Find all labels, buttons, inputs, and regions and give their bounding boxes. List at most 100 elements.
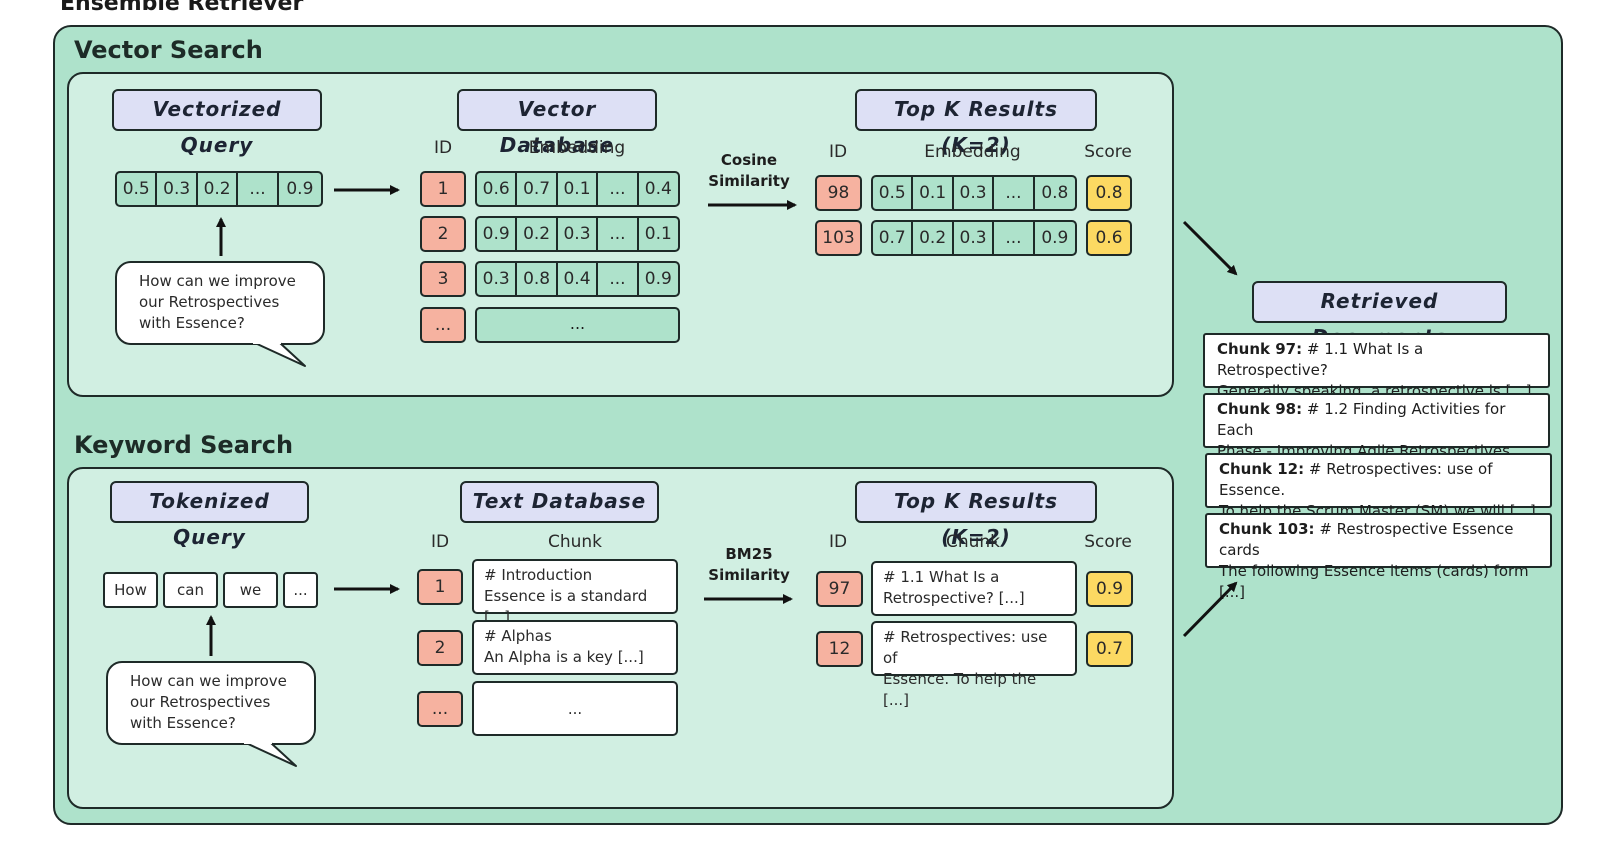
vector-cell: 0.5 bbox=[117, 173, 158, 205]
chunk-line: Essence. To help the [...] bbox=[883, 670, 1037, 709]
arrow-keyword-to-retrieved bbox=[1182, 581, 1238, 638]
db-row-id-ellipsis: ... bbox=[420, 307, 466, 343]
doc-line: # 1.1 What Is a Retrospective? bbox=[1217, 340, 1424, 379]
vector-cell: ... bbox=[598, 263, 639, 295]
chunk-line: # Introduction bbox=[484, 566, 593, 584]
doc-line: # Restrospective Essence cards bbox=[1219, 520, 1514, 559]
vector-cell: 0.1 bbox=[913, 177, 954, 209]
embedding-column-header: Embedding bbox=[528, 138, 626, 158]
vector-cell: ... bbox=[598, 173, 639, 205]
question-bubble: How can we improve our Retrospectives wi… bbox=[115, 261, 325, 345]
bm25-similarity-label: BM25 Similarity bbox=[708, 545, 790, 584]
result-score: 0.6 bbox=[1086, 220, 1132, 256]
id-column-header: ID bbox=[433, 138, 453, 158]
chunk-line: # 1.1 What Is a bbox=[883, 568, 1000, 586]
vector-cell: 0.9 bbox=[477, 218, 518, 250]
vector-search-title: Vector Search bbox=[74, 36, 263, 64]
vector-cell: 0.2 bbox=[517, 218, 558, 250]
doc-line: # 1.2 Finding Activities for Each bbox=[1217, 400, 1506, 439]
result-embedding: 0.5 0.1 0.3 ... 0.8 bbox=[871, 175, 1077, 211]
vector-cell: 0.4 bbox=[558, 263, 599, 295]
result-score: 0.9 bbox=[1086, 571, 1133, 607]
result-id: 98 bbox=[815, 175, 862, 211]
result-chunk: # 1.1 What Is a Retrospective? [...] bbox=[871, 561, 1077, 616]
db-row-id: 1 bbox=[417, 569, 463, 605]
query-token: can bbox=[163, 572, 218, 608]
db-row-id: 3 bbox=[420, 261, 466, 297]
db-row-chunk-ellipsis: ... bbox=[472, 681, 678, 736]
diagram-title: Ensemble Retriever bbox=[60, 0, 304, 16]
vector-database-label: Vector Database bbox=[457, 89, 657, 157]
chunk-line: # Retrospectives: use of bbox=[883, 628, 1048, 667]
result-id-header: ID bbox=[828, 532, 848, 552]
result-score: 0.8 bbox=[1086, 175, 1132, 211]
db-row-chunk: # Alphas An Alpha is a key [...] bbox=[472, 620, 678, 675]
vector-cell: 0.1 bbox=[644, 224, 672, 244]
bubble-tail bbox=[254, 342, 306, 367]
query-token: ... bbox=[283, 572, 318, 608]
result-embedding-header: Embedding bbox=[924, 142, 1021, 162]
retrieved-doc: Chunk 12: # Retrospectives: use of Essen… bbox=[1205, 453, 1552, 520]
doc-chunk-id: Chunk 12: bbox=[1219, 460, 1305, 478]
vector-cell: 0.3 bbox=[558, 218, 599, 250]
result-id: 12 bbox=[816, 631, 863, 667]
vector-cell: 0.9 bbox=[286, 179, 314, 199]
bubble-tail bbox=[245, 742, 297, 767]
vector-cell: ... bbox=[598, 218, 639, 250]
vector-cell: 0.3 bbox=[157, 173, 198, 205]
vector-cell: 0.3 bbox=[954, 222, 995, 254]
vector-cell: 0.2 bbox=[198, 173, 239, 205]
vector-cell: ... bbox=[994, 177, 1035, 209]
bubble-tail-mask bbox=[253, 340, 281, 344]
db-row-id: 2 bbox=[417, 630, 463, 666]
bubble-tail-mask bbox=[244, 740, 272, 744]
db-row-id-ellipsis: ... bbox=[417, 691, 463, 727]
db-row-embedding-ellipsis: ... bbox=[475, 307, 680, 343]
vector-cell: 0.1 bbox=[558, 173, 599, 205]
doc-chunk-id: Chunk 97: bbox=[1217, 340, 1303, 358]
query-vector: 0.5 0.3 0.2 ... 0.9 bbox=[115, 171, 323, 207]
vector-topk-label: Top K Results (K=2) bbox=[855, 89, 1097, 157]
result-chunk-header: Chunk bbox=[945, 532, 1001, 552]
chunk-line: # Alphas bbox=[484, 627, 552, 645]
db-row-id: 2 bbox=[420, 216, 466, 252]
vector-cell: ... bbox=[238, 173, 279, 205]
vector-cell: 0.7 bbox=[873, 222, 914, 254]
vector-cell: 0.2 bbox=[913, 222, 954, 254]
result-score-header: Score bbox=[1084, 142, 1132, 162]
vector-cell: 0.9 bbox=[1041, 228, 1069, 248]
chunk-column-header: Chunk bbox=[547, 532, 603, 552]
tokenized-query-label: Tokenized Query bbox=[110, 481, 309, 549]
db-row-embedding: 0.9 0.2 0.3 ... 0.1 bbox=[475, 216, 680, 252]
vector-cell: 0.7 bbox=[517, 173, 558, 205]
vector-cell: 0.9 bbox=[644, 269, 672, 289]
db-row-embedding: 0.3 0.8 0.4 ... 0.9 bbox=[475, 261, 680, 297]
result-embedding: 0.7 0.2 0.3 ... 0.9 bbox=[871, 220, 1077, 256]
result-score-header: Score bbox=[1084, 532, 1132, 552]
vector-cell: 0.8 bbox=[1041, 183, 1069, 203]
db-row-chunk: # Introduction Essence is a standard [..… bbox=[472, 559, 678, 626]
vector-cell: 0.3 bbox=[954, 177, 995, 209]
query-token: How bbox=[103, 572, 158, 608]
vector-cell: 0.8 bbox=[517, 263, 558, 295]
result-chunk: # Retrospectives: use of Essence. To hel… bbox=[871, 621, 1077, 709]
db-row-embedding: 0.6 0.7 0.1 ... 0.4 bbox=[475, 171, 680, 207]
id-column-header: ID bbox=[430, 532, 450, 552]
vector-cell: ... bbox=[994, 222, 1035, 254]
keyword-topk-label: Top K Results (K=2) bbox=[855, 481, 1097, 549]
doc-chunk-id: Chunk 103: bbox=[1219, 520, 1315, 538]
text-database-label: Text Database bbox=[460, 481, 659, 523]
doc-chunk-id: Chunk 98: bbox=[1217, 400, 1303, 418]
result-score: 0.7 bbox=[1086, 631, 1133, 667]
vector-cell: 0.4 bbox=[644, 179, 672, 199]
result-id-header: ID bbox=[828, 142, 848, 162]
vectorized-query-label: Vectorized Query bbox=[112, 89, 322, 157]
db-row-id: 1 bbox=[420, 171, 466, 207]
keyword-search-title: Keyword Search bbox=[74, 431, 294, 459]
query-token: we bbox=[223, 572, 278, 608]
cosine-similarity-label: Cosine Similarity bbox=[708, 151, 790, 190]
doc-line: # Retrospectives: use of Essence. bbox=[1219, 460, 1493, 499]
arrow-vector-to-retrieved bbox=[1182, 220, 1238, 276]
vector-cell: 0.5 bbox=[873, 177, 914, 209]
